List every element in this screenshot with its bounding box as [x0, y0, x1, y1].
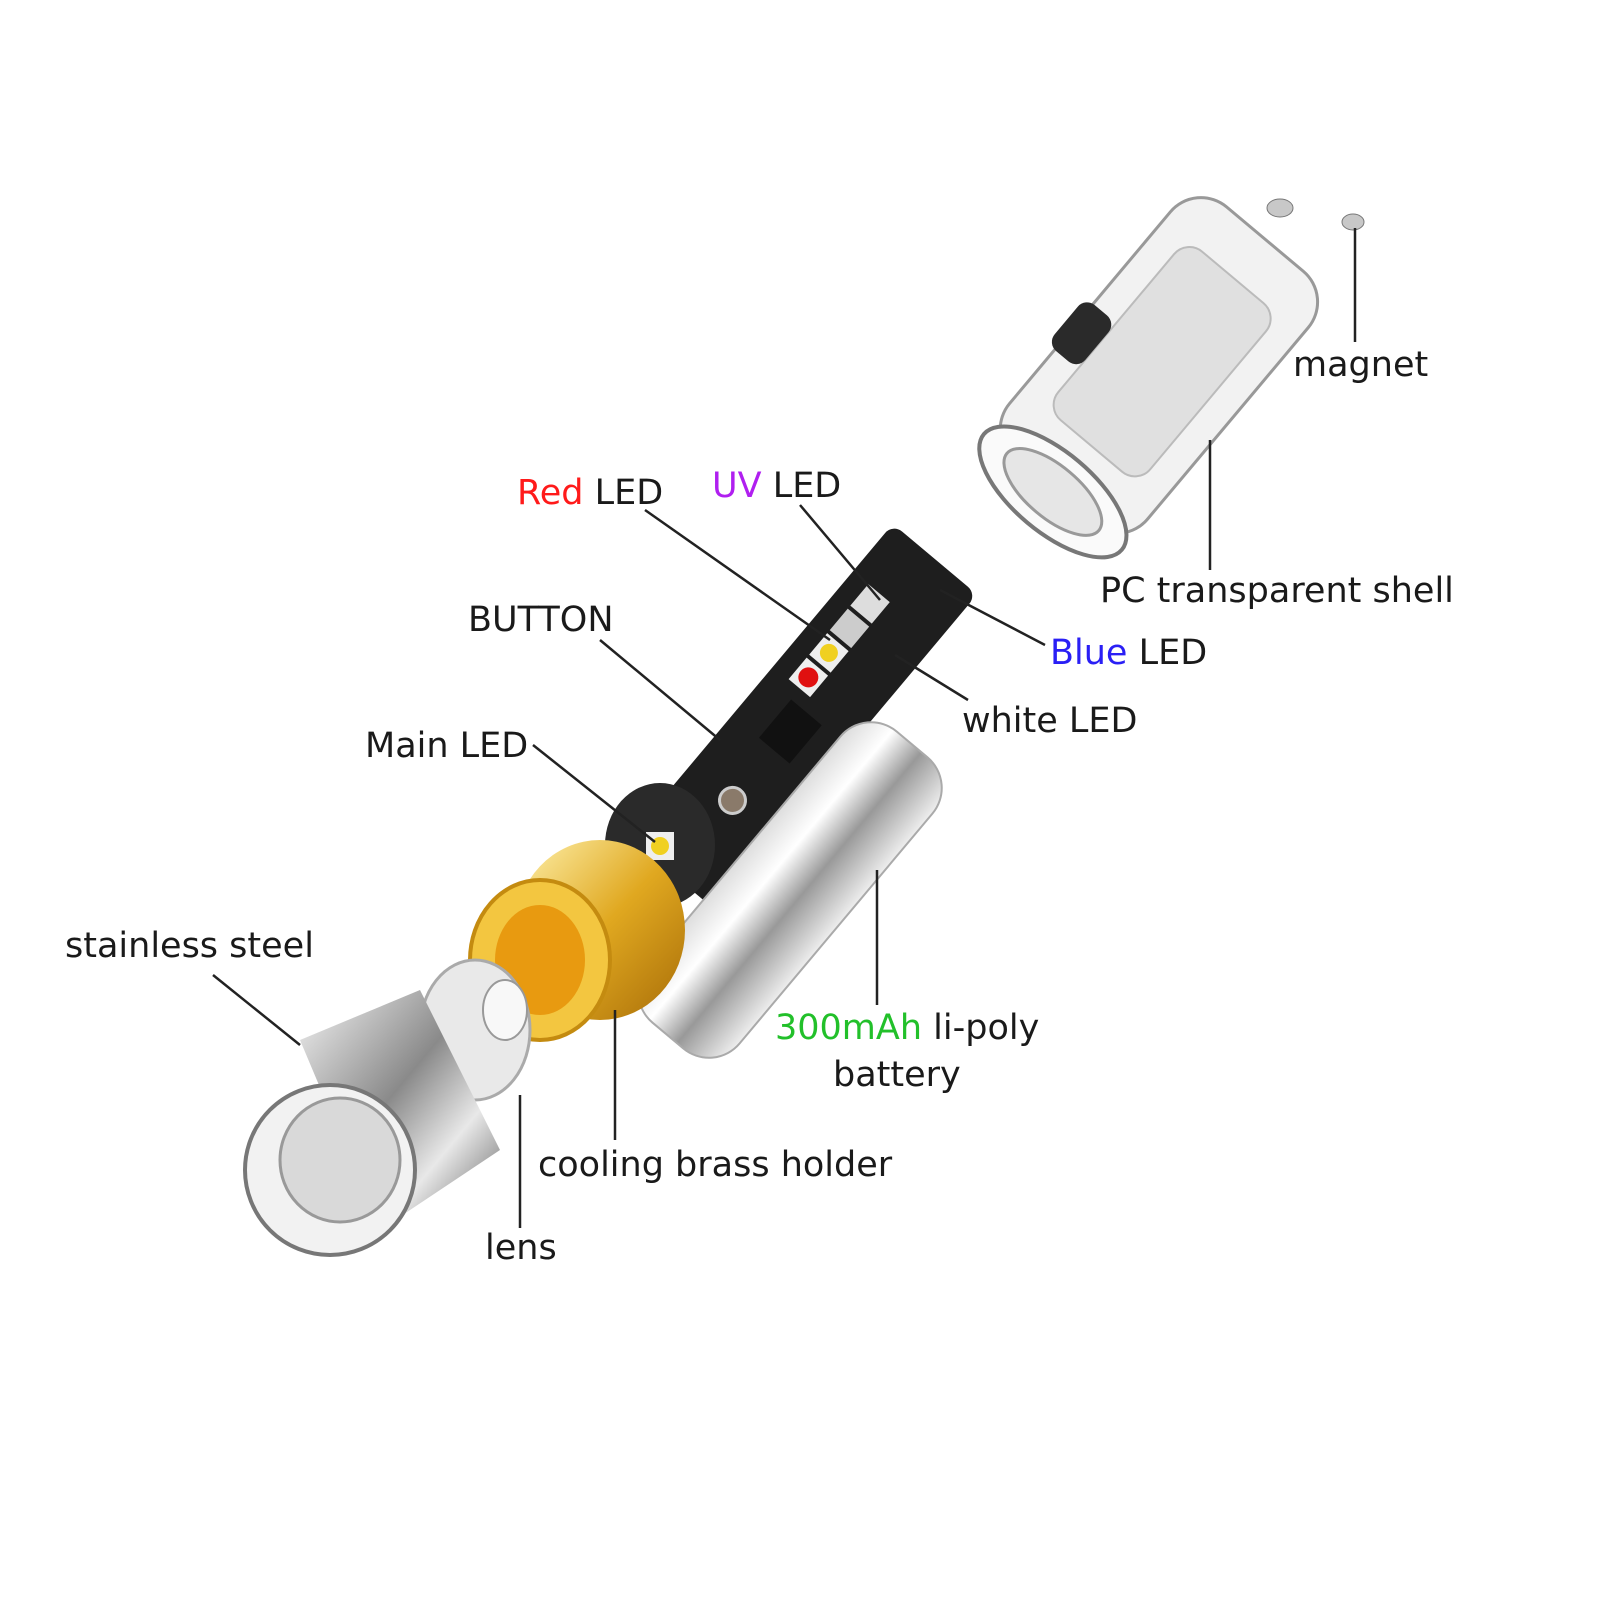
label-white-led: white LED [962, 701, 1138, 741]
pc-transparent-shell [977, 196, 1320, 560]
leader-uv-led [799, 504, 881, 601]
stainless-steel-head [243, 990, 500, 1257]
label-battery-line2: battery [833, 1055, 961, 1095]
magnet-piece [1266, 198, 1294, 218]
blue-word: Blue [1050, 633, 1128, 673]
leader-blue-led [939, 588, 1046, 647]
leader-red-led [644, 508, 831, 642]
label-red-led: Red LED [517, 476, 663, 511]
blue-led-chip [829, 608, 870, 649]
label-blue-led: Blue LED [1050, 636, 1207, 671]
led-word: LED [1127, 633, 1208, 673]
battery-capacity: 300mAh [775, 1008, 923, 1048]
label-magnet: magnet [1293, 345, 1429, 385]
label-battery: 300mAh li-poly [775, 1011, 1039, 1046]
battery-type: li-poly [922, 1008, 1040, 1048]
leader-main-led [532, 744, 656, 843]
label-lens: lens [485, 1228, 557, 1268]
circuit-board [634, 528, 973, 904]
leader-stainless [212, 974, 301, 1046]
label-brass-holder: cooling brass holder [538, 1145, 893, 1185]
red-led-chip [798, 667, 819, 688]
red-word: Red [517, 473, 584, 513]
label-button: BUTTON [468, 600, 614, 640]
led-word: LED [583, 473, 664, 513]
label-stainless-steel: stainless steel [65, 926, 314, 966]
white-led-chip [819, 643, 838, 662]
magnet-piece [1341, 213, 1365, 231]
battery-cell [637, 721, 943, 1059]
leader-white-led [894, 653, 969, 702]
uv-word: UV [712, 466, 762, 506]
label-pc-shell: PC transparent shell [1100, 571, 1454, 611]
uv-led-chip [850, 584, 890, 624]
label-main-led: Main LED [365, 726, 529, 766]
leader-button [599, 639, 721, 741]
leader-lines [212, 228, 1357, 1228]
power-button [1051, 302, 1112, 365]
led-word: LED [761, 466, 842, 506]
label-uv-led: UV LED [712, 469, 841, 504]
pcb-button [718, 785, 748, 815]
